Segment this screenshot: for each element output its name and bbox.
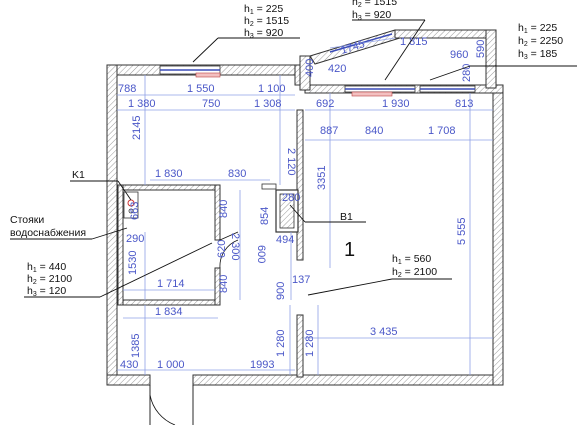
dim-590: 590	[475, 40, 487, 58]
dim-1280-right: 1 280	[304, 329, 316, 357]
dim-1550: 1 550	[187, 83, 215, 95]
dim-830: 830	[228, 168, 246, 180]
dim-430: 430	[120, 359, 138, 371]
dim-887: 887	[320, 125, 338, 137]
bath-door-arc-icon	[219, 239, 239, 269]
note-tl-h2: h2 = 1515	[244, 15, 289, 28]
dimension-lines	[117, 37, 493, 375]
note-l-h2: h2 = 2100	[27, 273, 72, 286]
dim-1280-left: 1 280	[275, 329, 287, 357]
dim-1000: 1 000	[157, 359, 185, 371]
radiator-middle	[351, 91, 393, 97]
radiator-left	[195, 72, 221, 78]
dim-620: 620	[216, 240, 228, 258]
dim-692: 692	[316, 98, 334, 110]
dim-663: 663	[129, 202, 141, 220]
entry-door-arc-icon	[149, 394, 176, 425]
bath-right-wall-lower	[214, 267, 221, 306]
dimension-labels: 788 1 550 1 100 1 380 750 1 308 692 1 93…	[118, 36, 487, 371]
dim-494: 494	[276, 234, 294, 246]
note-tl-h1: h1 = 225	[244, 3, 283, 16]
wall-bottom-left	[106, 374, 151, 386]
doors	[149, 231, 239, 425]
dim-5555: 5 555	[456, 217, 468, 245]
annotations: h1 = 225 h2 = 1515 h3 = 920 h2 = 1515 h3…	[10, 0, 577, 298]
dim-788: 788	[118, 83, 136, 95]
note-r-h1: h1 = 560	[392, 253, 431, 266]
dim-960: 960	[450, 49, 468, 61]
dim-1815: 1 815	[400, 36, 428, 48]
dim-1714: 1 714	[157, 278, 185, 290]
loggia-left	[299, 55, 311, 91]
note-tr-h2: h2 = 2250	[518, 35, 563, 48]
note-tr-h3: h3 = 185	[518, 48, 557, 61]
dim-290: 290	[126, 233, 144, 245]
partition-lower	[296, 314, 304, 378]
dim-854: 854	[259, 207, 271, 225]
note-r-h2: h2 = 2100	[392, 266, 437, 279]
dim-2145: 2145	[131, 116, 143, 140]
label-risers-2: водоснабжения	[10, 227, 86, 239]
dim-1745: 1745	[339, 38, 366, 57]
dim-1708: 1 708	[428, 125, 456, 137]
bath-right-wall-upper	[214, 184, 221, 241]
note-tl-h3: h3 = 920	[244, 27, 283, 40]
dim-1308: 1 308	[254, 98, 282, 110]
partition-upper	[296, 109, 304, 261]
dim-1834: 1 834	[155, 306, 183, 318]
dim-3351: 3351	[316, 166, 328, 190]
dim-750: 750	[202, 98, 220, 110]
dim-900: 900	[275, 282, 287, 300]
dim-137: 137	[292, 274, 310, 286]
dim-1385: 1385	[130, 334, 142, 358]
note-l-h1: h1 = 440	[27, 261, 66, 274]
wall-right	[492, 87, 504, 386]
dim-840-upper: 840	[218, 200, 230, 218]
dim-280b: 280	[282, 192, 300, 204]
bath-bottom-wall	[117, 299, 221, 306]
note-tm-h2: h2 = 1515	[352, 0, 397, 9]
note-l-h3: h3 = 120	[27, 285, 66, 298]
room-number: 1	[344, 239, 355, 261]
label-k1: K1	[72, 169, 85, 181]
dim-3435: 3 435	[370, 326, 398, 338]
dim-1830: 1 830	[155, 168, 183, 180]
dim-1380: 1 380	[128, 98, 156, 110]
label-b1: B1	[340, 211, 353, 223]
loggia-right	[485, 29, 497, 89]
dim-813: 813	[455, 98, 473, 110]
note-tm-h3: h3 = 920	[352, 9, 391, 22]
note-tr-h1: h1 = 225	[518, 22, 557, 35]
dim-420: 420	[328, 63, 346, 75]
label-risers-1: Стояки	[10, 214, 44, 226]
bath-top-wall	[117, 184, 221, 191]
dim-840: 840	[365, 125, 383, 137]
dim-400: 400	[304, 59, 316, 77]
wall-bottom-right	[192, 374, 504, 386]
dim-1100: 1 100	[258, 83, 286, 95]
dim-2120: 2 120	[285, 148, 297, 176]
dim-1930: 1 930	[382, 98, 410, 110]
dim-600: 600	[255, 245, 267, 263]
dim-840-lower: 840	[218, 275, 230, 293]
dim-1530: 1530	[127, 251, 139, 275]
wall-left	[106, 64, 118, 386]
dim-2300: 2 300	[229, 233, 241, 261]
dim-1993: 1993	[250, 359, 274, 371]
